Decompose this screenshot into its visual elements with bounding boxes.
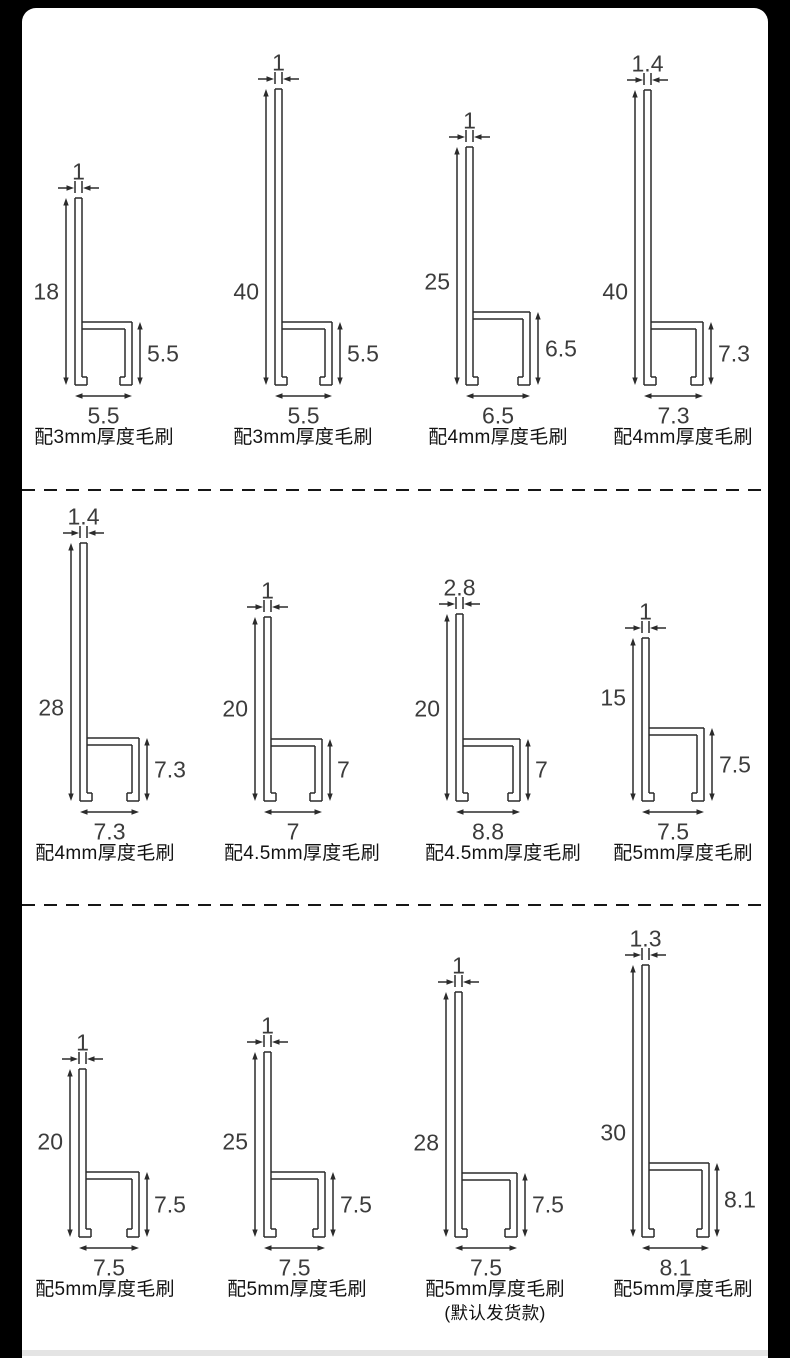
dim-height-label: 20: [222, 695, 248, 722]
dim-top-width-label: 1: [261, 577, 274, 604]
dim-bottom-width-label: 7.5: [278, 1254, 311, 1281]
dim-bottom-width-label: 5.5: [87, 402, 120, 429]
profile-outline: [62, 1052, 148, 1249]
dim-top-width-label: 1.3: [629, 925, 662, 952]
profile-caption: 配4mm厚度毛刷: [35, 843, 175, 865]
dim-top-width-label: 1: [72, 158, 85, 185]
dim-top-width-label: 1: [452, 952, 465, 979]
profile-caption: 配5mm厚度毛刷: [227, 1279, 367, 1301]
dim-channel-label: 7: [337, 756, 350, 783]
dim-channel-label: 7.5: [340, 1191, 372, 1217]
dim-channel-label: 7.5: [719, 751, 751, 777]
dim-channel-label: 7.5: [532, 1191, 564, 1218]
dim-top-width-label: 1: [76, 1029, 89, 1056]
dim-channel-label: 7.5: [154, 1191, 186, 1217]
dim-bottom-width-label: 7.3: [657, 402, 690, 429]
profile-caption-note: (默认发货款): [444, 1303, 546, 1324]
dim-height-label: 25: [424, 268, 450, 295]
dim-top-width-label: 2.8: [443, 574, 476, 601]
dashed-separator-1: [22, 489, 768, 491]
dimension-arrowheads: [443, 979, 528, 1251]
profile-outline: [625, 948, 718, 1249]
profile-outline: [63, 526, 148, 813]
bottom-section-divider: [22, 1350, 768, 1356]
dim-height-label: 40: [233, 278, 259, 305]
profile-caption: 配4mm厚度毛刷: [613, 427, 753, 449]
dim-bottom-width-label: 8.8: [472, 818, 504, 845]
dim-height-label: 20: [37, 1128, 63, 1155]
profile-outline: [247, 600, 331, 813]
profile-caption: 配5mm厚度毛刷: [613, 843, 753, 865]
dim-bottom-width-label: 8.1: [659, 1254, 692, 1281]
dim-bottom-width-label: 7.5: [657, 818, 689, 845]
profile-outline: [627, 73, 712, 397]
dim-top-width-label: 1: [272, 49, 285, 76]
dimension-arrowheads: [252, 604, 333, 815]
dim-channel-label: 6.5: [545, 335, 577, 361]
profile-outline: [58, 181, 141, 397]
dim-channel-label: 7: [535, 756, 548, 783]
profile-caption: 配3mm厚度毛刷: [34, 427, 174, 449]
dimension-arrowheads: [263, 76, 343, 399]
dim-bottom-width-label: 5.5: [287, 402, 320, 429]
dim-channel-label: 5.5: [147, 340, 179, 366]
profile-outline: [258, 72, 341, 397]
dim-channel-label: 7.3: [154, 756, 186, 782]
dim-height-label: 28: [38, 694, 64, 721]
dimension-arrowheads: [252, 1039, 336, 1251]
dim-channel-label: 7.3: [718, 340, 750, 366]
dim-height-label: 40: [602, 278, 628, 305]
dim-bottom-width-label: 7: [286, 818, 300, 845]
dimension-arrowheads: [632, 77, 714, 399]
dim-channel-label: 5.5: [347, 340, 379, 366]
dim-bottom-width-label: 6.5: [482, 402, 514, 429]
profile-outline: [449, 130, 539, 397]
dim-height-label: 18: [33, 278, 59, 305]
profile-caption: 配3mm厚度毛刷: [233, 427, 373, 449]
profile-caption: 配4.5mm厚度毛刷: [424, 843, 582, 865]
dimension-arrowheads: [68, 530, 150, 815]
dim-top-width-label: 1: [261, 1012, 274, 1039]
profile-outline: [439, 597, 529, 813]
dim-bottom-width-label: 7.3: [93, 818, 126, 845]
dimension-arrowheads: [63, 185, 143, 399]
profile-caption: 配4mm厚度毛刷: [428, 427, 568, 449]
dim-top-width-label: 1.4: [631, 50, 664, 77]
profile-outline: [438, 975, 526, 1249]
dim-top-width-label: 1: [463, 107, 476, 134]
profile-outline: [625, 621, 713, 813]
dim-top-width-label: 1: [639, 598, 652, 625]
dimension-arrowheads: [630, 625, 715, 815]
dim-channel-label: 8.1: [724, 1186, 756, 1213]
profile-caption: 配5mm厚度毛刷: [425, 1279, 565, 1301]
dim-height-label: 15: [600, 684, 626, 711]
dim-height-label: 28: [413, 1129, 439, 1156]
dimension-arrowheads: [630, 952, 720, 1251]
dim-height-label: 30: [600, 1119, 626, 1146]
dim-bottom-width-label: 7.5: [93, 1254, 125, 1281]
dim-height-label: 25: [222, 1128, 248, 1155]
dim-height-label: 20: [414, 695, 440, 722]
profile-caption: 配5mm厚度毛刷: [613, 1279, 753, 1301]
dimension-arrowheads: [67, 1056, 150, 1251]
dimension-arrowheads: [444, 601, 531, 815]
dimension-arrowheads: [454, 134, 541, 399]
profile-caption: 配5mm厚度毛刷: [35, 1279, 175, 1301]
profile-outline: [247, 1035, 334, 1249]
profile-caption: 配4.5mm厚度毛刷: [223, 843, 381, 865]
dim-bottom-width-label: 7.5: [470, 1254, 502, 1281]
dashed-separator-2: [22, 904, 768, 906]
dim-top-width-label: 1.4: [67, 503, 100, 530]
